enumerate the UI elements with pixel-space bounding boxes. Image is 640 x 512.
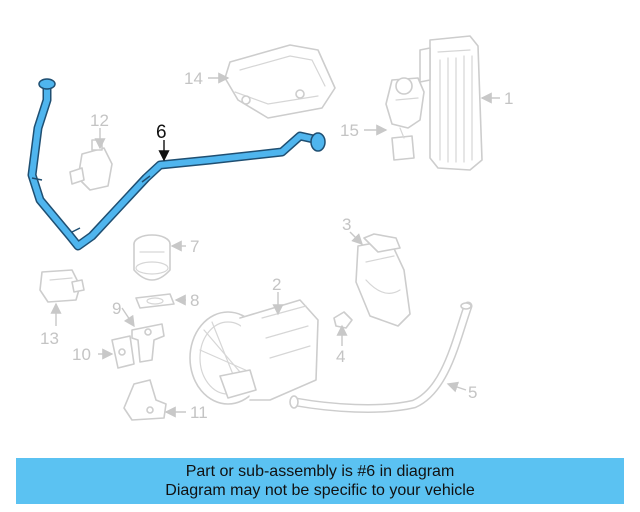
callout-3: 3 [342, 215, 351, 234]
part-13-sensor[interactable] [39, 269, 85, 303]
part-6-air-tube[interactable] [27, 78, 326, 251]
callout-12: 12 [90, 111, 109, 130]
callout-4: 4 [336, 347, 345, 366]
callout-2: 2 [272, 275, 281, 294]
part-8-gasket[interactable] [135, 293, 175, 309]
callout-5: 5 [468, 383, 477, 402]
callout-10: 10 [72, 345, 91, 364]
callout-7: 7 [190, 237, 199, 256]
callout-8: 8 [190, 291, 199, 310]
part-5-hose[interactable] [289, 301, 473, 413]
callout-15: 15 [340, 121, 359, 140]
banner-line-2: Diagram may not be specific to your vehi… [165, 482, 475, 499]
part-14-housing[interactable] [224, 44, 336, 119]
leader-lines [50, 72, 500, 418]
part-4-fitting[interactable] [333, 311, 353, 329]
callout-13: 13 [40, 329, 59, 348]
callout-6: 6 [156, 122, 167, 143]
callout-9: 9 [112, 299, 121, 318]
callout-14: 14 [184, 69, 203, 88]
banner-line-1: Part or sub-assembly is #6 in diagram [185, 463, 455, 480]
part-11-bracket[interactable] [123, 379, 167, 421]
part-1-air-cleaner[interactable] [419, 35, 483, 171]
part-15-valve[interactable] [385, 77, 425, 161]
part-10-bracket[interactable] [111, 335, 135, 369]
part-7-check-valve[interactable] [133, 234, 171, 281]
callout-11: 11 [190, 403, 208, 422]
part-12-sensor[interactable] [69, 139, 113, 191]
part-2-air-pump[interactable] [189, 299, 319, 405]
info-banner: Part or sub-assembly is #6 in diagram Di… [16, 458, 624, 504]
exploded-parts-diagram: 1 2 3 4 5 6 7 8 9 10 11 12 13 14 15 [27, 35, 513, 422]
part-9-bracket[interactable] [131, 323, 165, 363]
callout-1: 1 [504, 89, 513, 108]
part-3-cover[interactable] [355, 233, 411, 327]
callout-labels: 1 2 3 4 5 6 7 8 9 10 11 12 13 14 15 [40, 69, 513, 422]
